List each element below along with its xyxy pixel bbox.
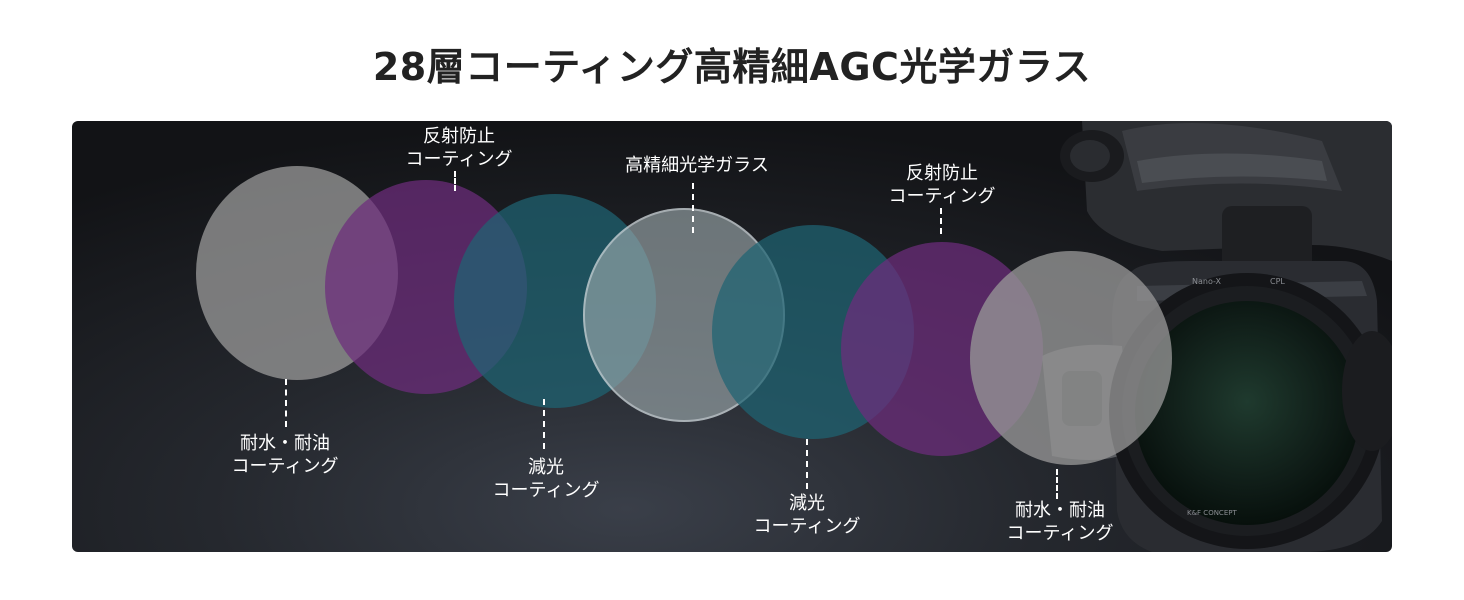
leader-line-4 [692,183,694,233]
label-anti-reflection-coating-2: 反射防止コーティング [888,163,996,207]
label-water-oil-coating-1: 耐水・耐油コーティング [231,433,339,477]
leader-line-5 [806,439,808,489]
leader-line-2 [454,171,456,191]
product-model-text: Nano-X [1192,277,1221,286]
label-nd-coating-1: 減光コーティング [492,457,600,501]
label-optical-glass: 高精細光学ガラス [625,155,769,176]
leader-line-6 [940,208,942,234]
product-type-text: CPL [1270,277,1285,286]
leader-line-3 [543,399,545,449]
leader-line-1 [285,379,287,427]
product-brand-text: K&F CONCEPT [1187,509,1237,517]
coating-layers-panel: Nano-X CPL K&F CONCEPT 耐水・耐油コーティング 反射防止コ… [72,121,1392,552]
label-nd-coating-2: 減光コーティング [753,493,861,537]
page-title: 28層コーティング高精細AGC光学ガラス [372,45,1092,89]
water-oil-coating-circle-2 [970,251,1172,465]
label-anti-reflection-coating-1: 反射防止コーティング [405,126,513,170]
label-water-oil-coating-2: 耐水・耐油コーティング [1006,500,1114,544]
leader-line-7 [1056,469,1058,499]
